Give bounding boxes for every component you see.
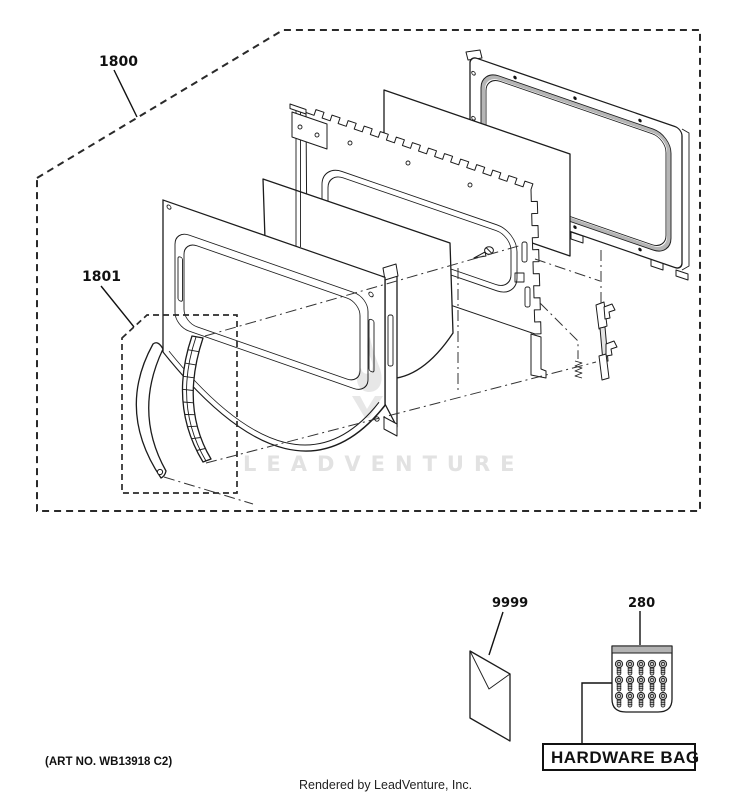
choke-latch-slot [514,272,525,283]
side-wall-slot [387,314,394,367]
handle-screw-boss [156,468,164,476]
screw-icon [636,659,646,676]
bracket-hole [297,124,303,130]
post-cap [289,103,307,115]
bag-connector-line [581,682,612,744]
choke-latch-slot [521,241,528,263]
screw-slot [485,247,493,254]
screw-icon [614,691,624,708]
group-1801-boundary [121,314,238,494]
screw-icon [658,675,668,692]
envelope [469,650,511,742]
screw-icon [647,691,657,708]
choke-frame-panel [305,109,547,379]
door-left-slot [177,256,183,302]
assembly-axis-lines [163,244,602,505]
handle-strip-ribs [182,349,206,451]
bag-top-band [611,645,673,654]
hardware-bag-label-text: HARDWARE BAG [551,748,700,767]
latch-top-hook [603,303,616,320]
rear-frame-foot [675,269,689,281]
bracket-hole [314,132,320,138]
choke-hole [347,140,353,146]
choke-hole [405,160,411,166]
hardware-bag-label-box [542,743,696,771]
callout-1800-text: 1800 [99,54,138,70]
door-bottom-tab [383,416,398,437]
screw-icon [658,691,668,708]
callout-280-text: 280 [628,596,655,611]
screw-icon [625,675,635,692]
door-handle [135,342,167,479]
callout-1801-text: 1801 [82,269,121,285]
door-screw-hole [368,291,374,298]
screw-icon [636,675,646,692]
screw-icon [636,691,646,708]
rear-frame-corner-tab [465,49,483,61]
callout-9999-text: 9999 [492,596,528,611]
choke-bottom-foot [530,333,547,379]
hardware-bag-part: 280 HARDWARE BAG [542,596,700,771]
door-window [183,244,361,381]
bag-screws [614,659,668,708]
art-number-text: (ART NO. WB13918 C2) [45,756,172,768]
handle-mount-strip [181,335,212,463]
screw-icon [625,659,635,676]
latch-spring [574,360,583,379]
choke-latch-slot [524,286,531,308]
screw-icon [647,659,657,676]
choke-frame-body [305,109,542,335]
watermark-text: LEADVENTURE [243,452,524,476]
callout-1800: 1800 [99,54,138,118]
envelope-flap [469,650,511,690]
watermark: LEADVENTURE [243,337,524,476]
envelope-part: 9999 [469,596,528,742]
handle-assembly [135,335,212,479]
callout-1801-leader [100,285,135,328]
watermark-flame-logo [352,337,383,418]
latch-assembly [574,301,618,381]
latch-bottom-plate [598,353,610,381]
screw-icon [647,675,657,692]
callout-1800-leader [113,69,138,118]
screw-icon [614,675,624,692]
callout-9999-leader [488,611,504,656]
hinge-bracket-plate [291,111,328,150]
door-bottom-crease [168,350,380,446]
rear-frame-depth-edge [681,128,690,271]
rendered-by-text: Rendered by LeadVenture, Inc. [299,778,472,792]
callout-1801: 1801 [82,269,135,328]
door-side-wall [384,273,398,428]
door-corner-hole [166,204,172,210]
choke-left-post [289,103,328,247]
choke-hole [467,182,473,188]
screw-icon [625,691,635,708]
latch-bottom-hook [605,340,618,357]
screw-icon [614,659,624,676]
door-top-tab [382,263,399,281]
screw-icon [658,659,668,676]
